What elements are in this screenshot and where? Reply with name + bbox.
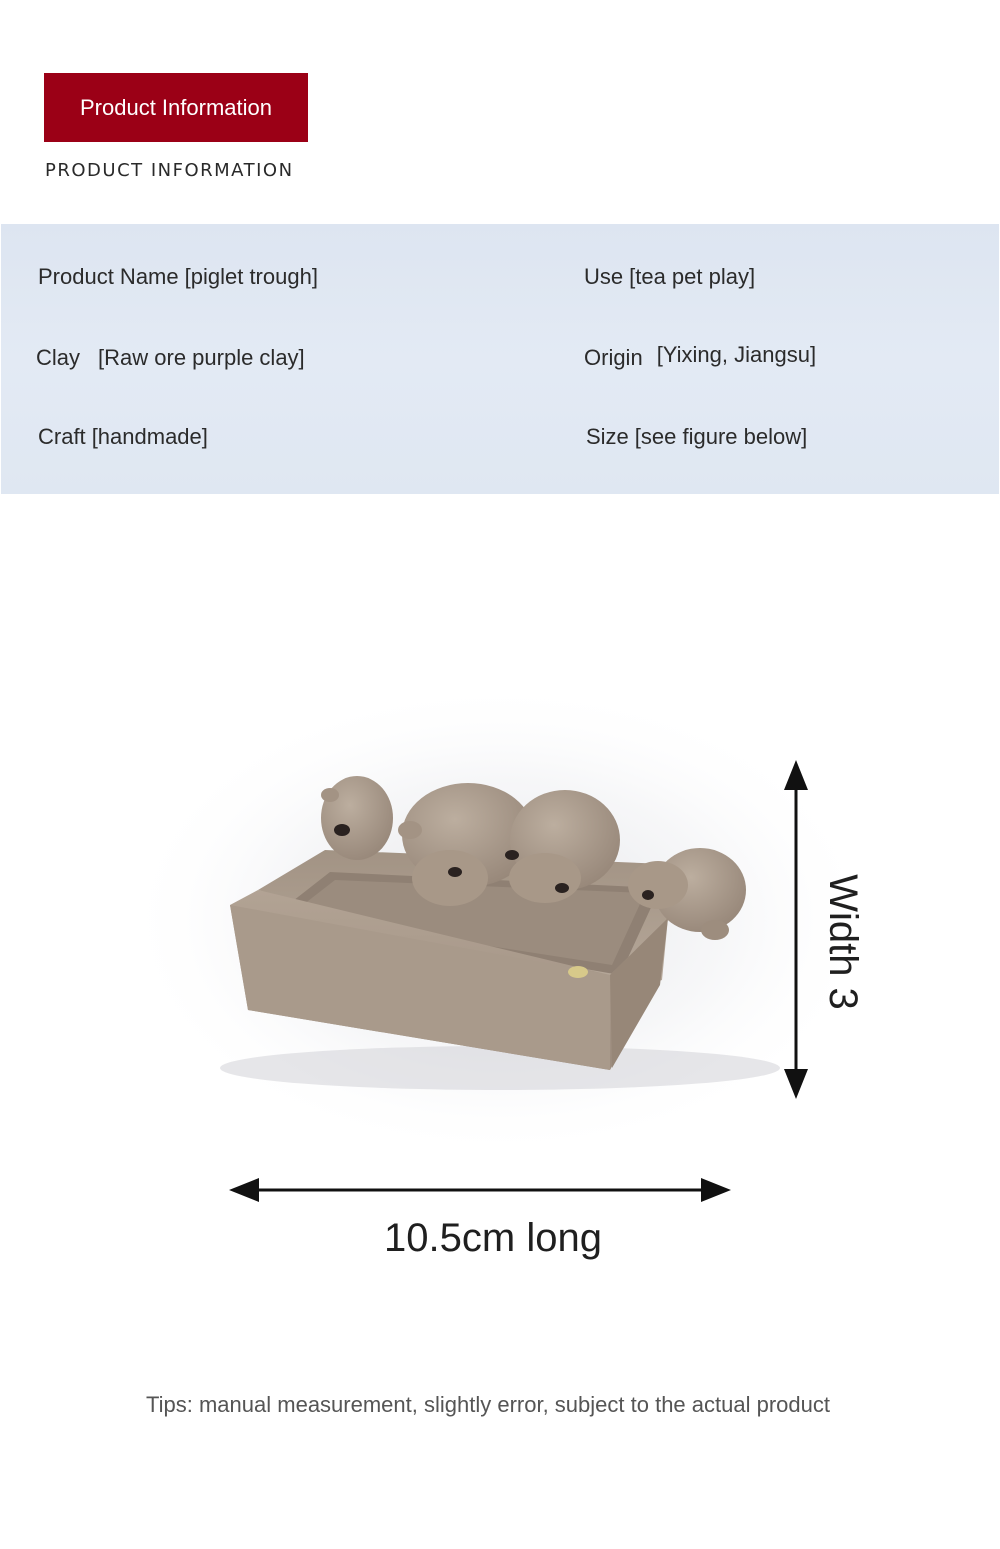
craft-label: Craft [38, 424, 86, 449]
piglet-3 [505, 790, 620, 903]
craft-value: [handmade] [91, 424, 208, 449]
info-clay: Clay [Raw ore purple clay] [36, 345, 305, 371]
product-name-value: [piglet trough] [184, 264, 318, 289]
section-subtitle: PRODUCT INFORMATION [45, 160, 294, 181]
width-dimension-label: Width 3 [821, 874, 865, 1010]
piglet-1 [321, 776, 393, 860]
piglet-4 [628, 848, 746, 940]
badge-label: Product Information [80, 94, 272, 120]
product-name-label: Product Name [38, 264, 179, 289]
product-information-badge: Product Information [44, 73, 308, 142]
size-label: Size [586, 424, 629, 449]
info-product-name: Product Name[piglet trough] [38, 264, 318, 290]
info-origin: Origin [Yixing, Jiangsu] [584, 342, 817, 370]
info-craft: Craft[handmade] [38, 424, 208, 450]
product-info-panel: Product Name[piglet trough] Use[tea pet … [1, 224, 999, 494]
use-label: Use [584, 264, 624, 289]
use-value: [tea pet play] [629, 264, 756, 289]
clay-value: [Raw ore purple clay] [98, 345, 305, 370]
measurement-tips: Tips: manual measurement, slightly error… [146, 1392, 830, 1417]
origin-label: Origin [584, 345, 643, 370]
product-figure [120, 680, 880, 1202]
piglet-2 [398, 783, 534, 906]
width-arrow [784, 760, 808, 1099]
origin-value: [Yixing, Jiangsu] [656, 342, 817, 367]
length-dimension-label: 10.5cm long [384, 1216, 602, 1260]
clay-label: Clay [36, 345, 81, 370]
info-size: Size[see figure below] [586, 424, 807, 450]
size-value: [see figure below] [634, 424, 808, 449]
length-arrow [229, 1178, 731, 1202]
trough-shadow [220, 1046, 780, 1090]
info-use: Use[tea pet play] [584, 264, 755, 290]
